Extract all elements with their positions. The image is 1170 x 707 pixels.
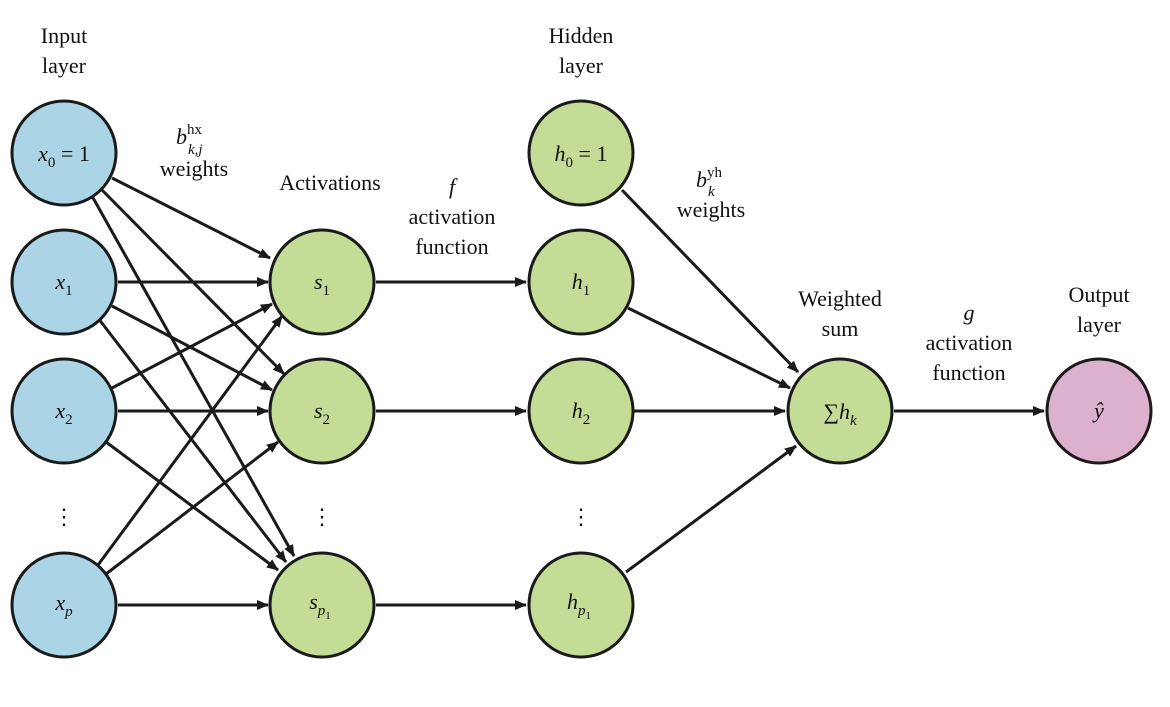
output-layer-title-line1: Output <box>1068 282 1129 307</box>
node-sum <box>786 357 894 465</box>
g-symbol: g <box>964 300 975 325</box>
node-s1-label: s1 <box>314 269 330 299</box>
node-x0 <box>10 99 118 207</box>
output-layer-title-line2: layer <box>1077 312 1122 337</box>
node-x1 <box>10 228 118 336</box>
node-x1-label: x1 <box>54 269 72 299</box>
node-h0-label: h0 = 1 <box>555 141 608 171</box>
weights-hx-subscript: k,j <box>188 142 203 158</box>
node-xp <box>10 551 118 659</box>
edge-x2-s1 <box>111 302 273 390</box>
node-s2-label: s2 <box>314 398 330 428</box>
connection-edges <box>90 176 1045 610</box>
node-x2-label: x2 <box>54 398 72 428</box>
ellipsis-input: ⋮ <box>53 504 75 529</box>
edge-x0-sp1 <box>90 195 296 557</box>
hidden-layer-title-line2: layer <box>559 53 604 78</box>
weights-yh-caption: weights <box>677 197 745 222</box>
g-caption-line1: activation <box>926 330 1013 355</box>
annotations: Input layer Hidden layer bhx k,j weights… <box>41 23 1130 385</box>
node-sum-label: ∑hk <box>823 399 857 429</box>
node-s1 <box>268 228 376 336</box>
edge-h1-sum <box>627 306 791 390</box>
node-h1-label: h1 <box>572 269 591 299</box>
node-hp1-label: hp1 <box>567 589 591 622</box>
weights-hx-symbol: bhx <box>176 122 203 149</box>
node-h2-label: h2 <box>572 398 591 428</box>
edge-h0-sum <box>620 188 800 374</box>
node-h1 <box>527 228 635 336</box>
weights-yh-subscript: k <box>708 184 715 200</box>
edge-x0-s1 <box>111 176 271 260</box>
f-symbol: f <box>449 174 458 199</box>
edge-x0-s2 <box>98 186 286 376</box>
node-labels: x0 = 1 x1 x2 xp s1 s2 sp1 h0 = 1 h1 h2 <box>37 141 1104 622</box>
node-output-label: ŷ <box>1092 398 1104 423</box>
node-output <box>1045 357 1153 465</box>
f-caption-line2: function <box>415 234 488 259</box>
ellipsis-markers: ⋮ ⋮ ⋮ <box>53 504 592 529</box>
node-sp1 <box>268 551 376 659</box>
node-s2 <box>268 357 376 465</box>
edge-xp-s2 <box>105 440 279 576</box>
node-h2 <box>527 357 635 465</box>
input-layer-title-line2: layer <box>42 53 87 78</box>
edge-hp1-sum <box>625 444 797 574</box>
edge-xp-s1 <box>96 315 284 566</box>
node-x2 <box>10 357 118 465</box>
node-hp1 <box>527 551 635 659</box>
edge-x1-sp1 <box>96 317 288 563</box>
g-caption-line2: function <box>932 360 1005 385</box>
hidden-layer-title-line1: Hidden <box>549 23 614 48</box>
f-caption-line1: activation <box>409 204 496 229</box>
edge-x2-sp1 <box>105 440 279 572</box>
weights-yh-symbol: byh <box>696 165 723 192</box>
activations-title: Activations <box>279 170 380 195</box>
input-layer-title-line1: Input <box>41 23 87 48</box>
edge-x1-s2 <box>111 304 273 392</box>
weighted-sum-title-line2: sum <box>822 316 859 341</box>
node-sp1-label: sp1 <box>309 589 331 622</box>
node-xp-label: xp <box>54 590 73 620</box>
node-x0-label: x0 = 1 <box>37 141 90 171</box>
weighted-sum-title-line1: Weighted <box>798 286 882 311</box>
nodes <box>10 99 1153 659</box>
ellipsis-hidden: ⋮ <box>570 504 592 529</box>
node-h0 <box>527 99 635 207</box>
weights-hx-caption: weights <box>160 156 228 181</box>
ellipsis-activations: ⋮ <box>311 504 333 529</box>
